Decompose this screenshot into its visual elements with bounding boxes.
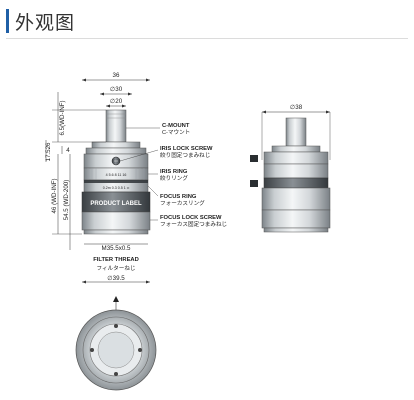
iris-lock-knob-icon [250, 155, 258, 162]
side-dim-38-label: ∅38 [290, 104, 303, 111]
dim-30-label: ∅30 [110, 86, 123, 93]
filter-thread-label: FILTER THREAD [93, 257, 139, 263]
dim-20-label: ∅20 [110, 98, 123, 105]
product-label-text: PRODUCT LABEL [90, 201, 142, 207]
c-mount-thread [105, 109, 127, 143]
filter-thread-jp-label: フィルターねじ [96, 264, 135, 272]
iris-lock-label: IRIS LOCK SCREW [160, 146, 213, 152]
c-mount-label: C-MOUNT [162, 123, 190, 129]
iris-scale-text: 4 5.6 8 11 16 [106, 173, 127, 177]
callouts: C-MOUNT C-マウント IRIS LOCK SCREW 絞り固定つまみねじ… [119, 123, 227, 228]
iris-ring-label: IRIS RING [160, 169, 188, 175]
iris-lock-jp-label: 絞り固定つまみねじ [160, 151, 210, 159]
dim-17-5-label: 17.526 [45, 142, 52, 161]
page-title-text: 外观图 [15, 11, 76, 34]
screw-bottom-icon [114, 372, 118, 376]
screw-right-icon [138, 348, 142, 352]
focus-lock-label: FOCUS LOCK SCREW [160, 215, 222, 221]
c-mount-jp-label: C-マウント [162, 128, 190, 136]
dim-4-label: 4 [66, 147, 70, 154]
index-arrow-icon [113, 296, 119, 302]
focus-lock-jp-label: フォーカス固定つまみねじ [160, 220, 227, 228]
page-title: 外观图 [6, 8, 75, 34]
dim-54-5-label: 54.5 (WD-200) [63, 180, 70, 221]
focus-lock-knob-icon [250, 180, 258, 187]
front-face-view [75, 296, 157, 391]
dim-39-5-label: ∅39.5 [107, 275, 125, 282]
focus-scale-text: 0.2m 0.3 0.5 1 ∞ [103, 186, 130, 190]
iris-ring-jp-label: 絞りリング [160, 174, 188, 182]
dim-6-5-label: 6.5(WD-INF) [59, 100, 66, 135]
dim-36-label: 36 [113, 72, 120, 79]
title-accent-bar [6, 9, 9, 33]
screw-top-icon [114, 324, 118, 328]
title-divider [6, 38, 408, 39]
side-view: ∅38 [250, 104, 331, 233]
thread-dim-label: M35.5x0.5 [102, 245, 131, 252]
front-view: 36 ∅30 ∅20 4 5.6 8 11 16 [45, 72, 151, 284]
screw-left-icon [90, 348, 94, 352]
dim-46-label: 46 (WD-INF) [51, 178, 58, 213]
focus-ring-jp-label: フォーカスリング [160, 199, 205, 207]
focus-ring-label: FOCUS RING [160, 194, 197, 200]
